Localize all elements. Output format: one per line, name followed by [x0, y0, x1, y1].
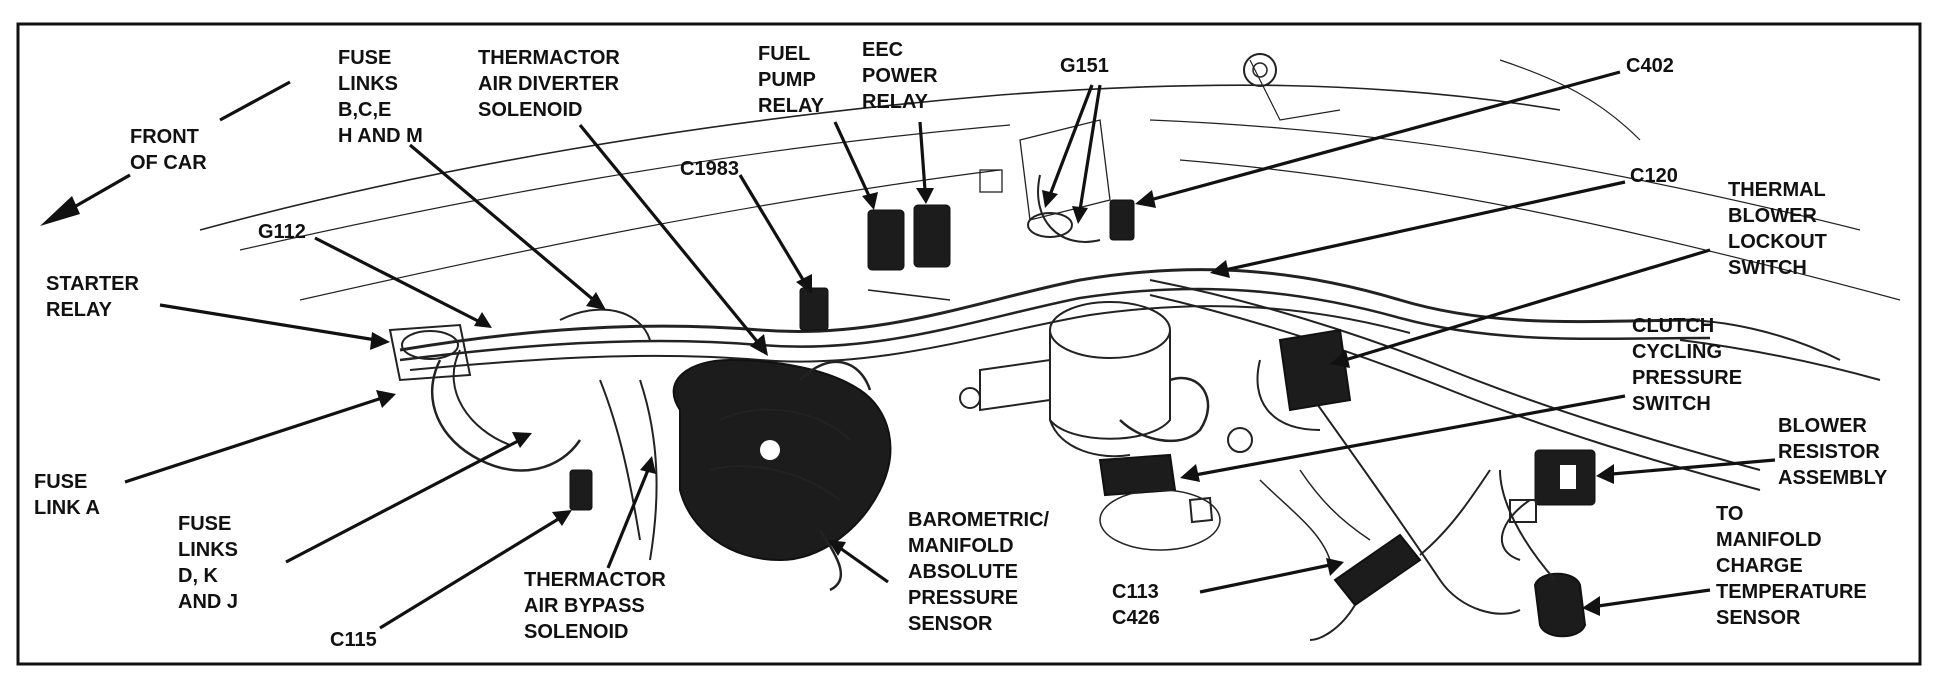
label-barometric-sensor: BAROMETRIC/ MANIFOLD ABSOLUTE PRESSURE S…: [908, 509, 1055, 635]
pointer-lines: [40, 70, 1776, 630]
label-starter-relay: STARTER RELAY: [46, 273, 145, 321]
label-g112: G112: [258, 221, 306, 243]
label-clutch-cycling: CLUTCH CYCLING PRESSURE SWITCH: [1632, 315, 1748, 415]
label-g151: G151: [1060, 55, 1109, 77]
label-fuel-pump-relay: FUEL PUMP RELAY: [758, 43, 825, 117]
label-thermactor-air-diverter: THERMACTOR AIR DIVERTER SOLENOID: [478, 47, 625, 121]
label-c1983: C1983: [680, 158, 739, 180]
label-fuse-links-bcehm: FUSE LINKS B,C,E H AND M: [338, 47, 423, 147]
label-front-of-car: FRONT OF CAR: [130, 126, 207, 174]
label-fuse-link-a: FUSE LINK A: [34, 471, 100, 519]
label-c113-c426: C113 C426: [1112, 581, 1164, 629]
label-eec-power-relay: EEC POWER RELAY: [862, 39, 943, 113]
label-blower-resistor: BLOWER RESISTOR ASSEMBLY: [1778, 415, 1888, 489]
label-c120: C120: [1630, 165, 1678, 187]
label-thermactor-air-bypass: THERMACTOR AIR BYPASS SOLENOID: [524, 569, 671, 643]
label-thermal-blower-lockout: THERMAL BLOWER LOCKOUT SWITCH: [1728, 179, 1832, 279]
labels: FRONT OF CAR FUSE LINKS B,C,E H AND M TH…: [34, 39, 1888, 651]
label-fuse-links-dkj: FUSE LINKS D, K AND J: [178, 513, 244, 613]
diagram-border: [16, 22, 1922, 666]
label-c402: C402: [1626, 55, 1674, 77]
label-c115: C115: [330, 629, 377, 651]
front-of-car-arrow: [219, 80, 291, 122]
label-to-manifold-charge: TO MANIFOLD CHARGE TEMPERATURE SENSOR: [1716, 503, 1872, 629]
